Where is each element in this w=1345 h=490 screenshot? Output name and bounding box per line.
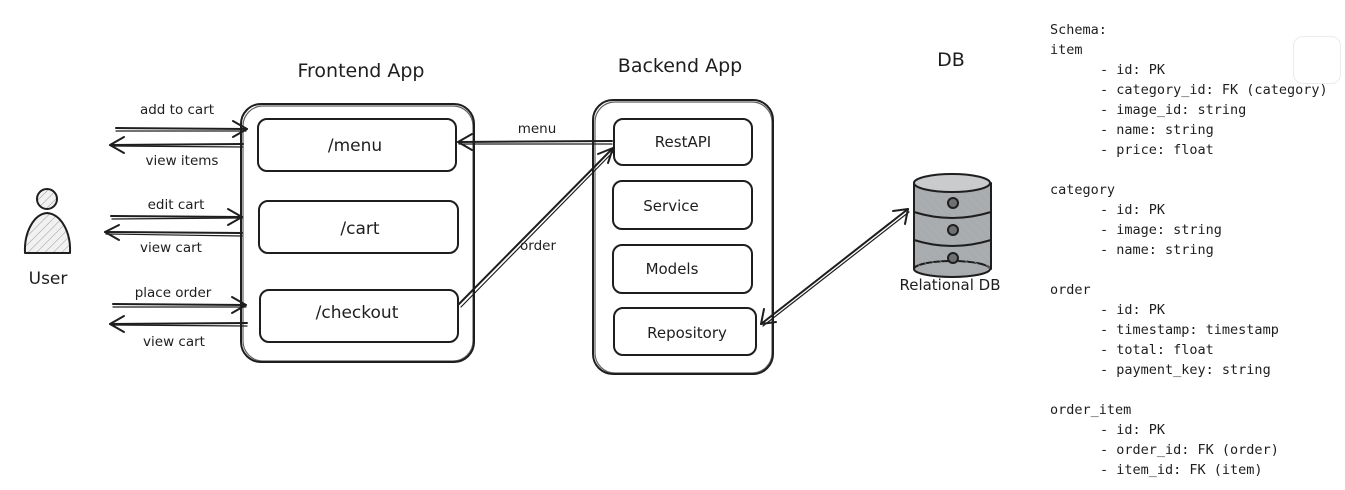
component-repository-label: Repository — [647, 324, 727, 342]
user-icon — [23, 188, 72, 254]
frontend-title: Frontend App — [297, 60, 424, 82]
component-repository — [613, 307, 757, 356]
schema-table-order: order id: PK timestamp: timestamp total:… — [1050, 280, 1340, 380]
component-restapi-label: RestAPI — [655, 133, 711, 151]
schema-field: id: PK — [1050, 420, 1340, 440]
schema-field: order_id: FK (order) — [1050, 440, 1340, 460]
route-cart-label: /cart — [340, 219, 379, 239]
edge-order-label: order — [520, 238, 556, 254]
edge-add-to-cart-label: add to cart — [140, 102, 214, 118]
component-restapi — [613, 118, 753, 166]
schema-field: payment_key: string — [1050, 360, 1340, 380]
schema-table-name: order — [1050, 282, 1091, 298]
schema-field: image: string — [1050, 220, 1340, 240]
edge-view-items-label: view items — [146, 153, 219, 169]
schema-table-category: category id: PK image: string name: stri… — [1050, 180, 1340, 260]
schema-table-item: item id: PK category_id: FK (category) i… — [1050, 40, 1340, 160]
schema-table-name: order_item — [1050, 402, 1132, 418]
schema-field: name: string — [1050, 120, 1340, 140]
schema-field: item_id: FK (item) — [1050, 460, 1340, 480]
schema-field: image_id: string — [1050, 100, 1340, 120]
edge-order — [457, 147, 615, 308]
db-title: DB — [937, 49, 965, 71]
schema-table-name: item — [1050, 42, 1083, 58]
route-menu-label: /menu — [328, 136, 382, 156]
component-service — [612, 180, 753, 230]
backend-title: Backend App — [618, 55, 742, 77]
schema-field: name: string — [1050, 240, 1340, 260]
edge-view-cart-2-label: view cart — [143, 334, 205, 350]
database-icon — [913, 173, 992, 278]
edge-view-cart-2 — [109, 315, 248, 333]
schema-heading: Schema: — [1050, 22, 1107, 38]
component-service-label: Service — [643, 197, 698, 215]
schema-field: id: PK — [1050, 300, 1340, 320]
edge-place-order — [112, 296, 247, 314]
edge-place-order-label: place order — [135, 285, 212, 301]
edge-view-cart-1-label: view cart — [140, 240, 202, 256]
edge-add-to-cart — [115, 120, 248, 138]
edge-edit-cart-label: edit cart — [148, 197, 205, 213]
backend-container — [592, 99, 774, 375]
user-label: User — [29, 269, 68, 289]
schema-field: price: float — [1050, 140, 1340, 160]
edge-repository-db — [760, 208, 910, 327]
edge-view-cart-1 — [104, 224, 243, 241]
schema-table-name: category — [1050, 182, 1116, 198]
edge-view-items — [109, 136, 244, 154]
component-models — [612, 244, 753, 294]
route-cart[interactable] — [258, 200, 459, 254]
database-label: Relational DB — [899, 276, 1000, 294]
component-models-label: Models — [646, 260, 699, 278]
schema-panel: Schema: item id: PK category_id: FK (cat… — [1050, 20, 1340, 480]
schema-field: id: PK — [1050, 60, 1340, 80]
edge-menu — [457, 133, 613, 151]
schema-field: id: PK — [1050, 200, 1340, 220]
schema-field: total: float — [1050, 340, 1340, 360]
schema-table-order-item: order_item id: PK order_id: FK (order) i… — [1050, 400, 1340, 480]
route-checkout-label: /checkout — [316, 303, 399, 323]
edge-menu-label: menu — [518, 121, 557, 137]
schema-field: timestamp: timestamp — [1050, 320, 1340, 340]
route-menu[interactable] — [257, 118, 457, 172]
route-checkout[interactable] — [259, 289, 459, 343]
schema-field: category_id: FK (category) — [1050, 80, 1340, 100]
edge-edit-cart — [110, 208, 243, 226]
